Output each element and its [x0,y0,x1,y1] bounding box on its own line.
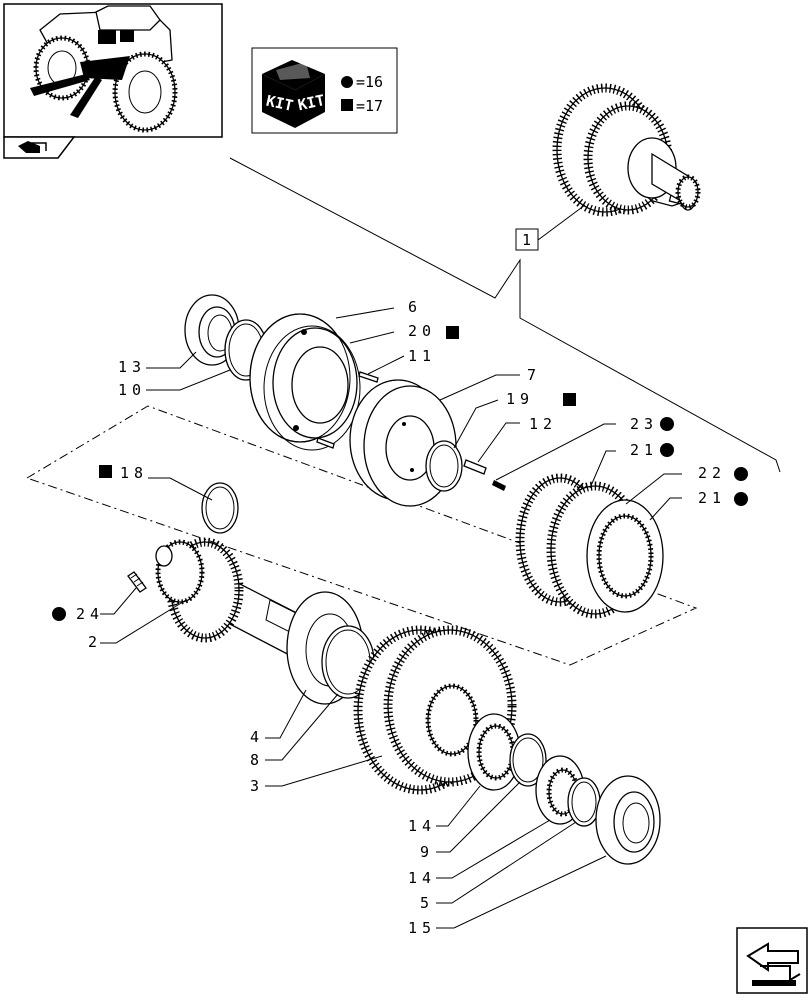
callout-4[interactable]: 4 [250,728,259,746]
callout-10[interactable]: 10 [118,381,146,399]
kit-box-icon: KIT KIT [262,60,326,128]
subassembly-boundary [25,405,698,666]
navigation-arrow-button[interactable] [736,927,808,994]
thumbnail-tab[interactable] [3,136,76,159]
callout-6[interactable]: 6 [408,298,422,316]
callout-7[interactable]: 7 [527,366,541,384]
circle-symbol-icon [341,76,353,88]
callout-11[interactable]: 11 [408,347,436,365]
square-symbol-icon [341,99,353,111]
kit-legend: KIT KIT =16 =17 [251,47,398,134]
part-23-spring[interactable] [492,480,506,491]
kit-label-right: KIT [296,91,326,114]
part-14-bearing[interactable] [467,713,521,791]
next-arrow-icon [746,942,799,972]
callout-21-a-kit-circle-icon [660,443,674,457]
circle-symbol-value: =16 [356,73,383,91]
part-9-snap-ring[interactable] [509,733,547,787]
callout-24[interactable]: 24 [76,605,104,623]
callout-labels: 6 20 11 13 10 7 19 12 23 21 22 21 18 24 … [52,298,748,937]
callout-22-kit-circle-icon [734,467,748,481]
tractor-icon [18,141,40,153]
square-symbol-value: =17 [356,97,383,115]
callout-5[interactable]: 5 [420,894,429,912]
part-24-screw[interactable] [127,571,147,593]
callout-22[interactable]: 22 [698,464,726,482]
part-20-snap-ring[interactable] [263,325,361,451]
assembly-pointer-line [229,157,781,473]
callout-8[interactable]: 8 [250,751,259,769]
callout-21-a[interactable]: 21 [630,441,658,459]
part-18-o-ring[interactable] [201,482,239,534]
part-12-pin[interactable] [463,459,487,475]
callout-20[interactable]: 20 [408,322,436,340]
callout-19[interactable]: 19 [506,390,534,408]
assembly-label-box[interactable]: 1 [515,204,586,251]
callout-18-kit-square-icon [99,465,112,478]
callout-19-kit-square-icon [563,393,576,406]
kit-label-left: KIT [265,92,295,115]
callout-3[interactable]: 3 [250,777,259,795]
callout-21-b[interactable]: 21 [698,489,726,507]
callout-18[interactable]: 18 [120,464,148,482]
callout-12[interactable]: 12 [529,415,557,433]
callout-9[interactable]: 9 [420,843,429,861]
part-21-inner-plate[interactable] [586,499,664,613]
callout-23[interactable]: 23 [630,415,658,433]
callout-2[interactable]: 2 [88,633,97,651]
callout-14-a[interactable]: 14 [408,817,436,835]
callout-23-kit-circle-icon [660,417,674,431]
part-15-seal[interactable] [595,775,661,865]
callout-13[interactable]: 13 [118,358,146,376]
part-19-o-ring[interactable] [425,440,463,492]
callout-24-kit-circle-icon [52,607,66,621]
leader-lines [100,307,682,929]
callout-21-b-kit-circle-icon [734,492,748,506]
part-5-o-ring[interactable] [567,777,601,827]
callout-20-kit-square-icon [446,326,459,339]
callout-14-b[interactable]: 14 [408,869,436,887]
callout-15[interactable]: 15 [408,919,436,937]
assembled-gear-unit[interactable] [552,83,701,217]
assembly-label: 1 [522,231,531,249]
part-6-housing[interactable] [249,313,358,443]
part-11-pin[interactable] [316,371,379,449]
tractor-thumbnail[interactable] [3,3,223,138]
